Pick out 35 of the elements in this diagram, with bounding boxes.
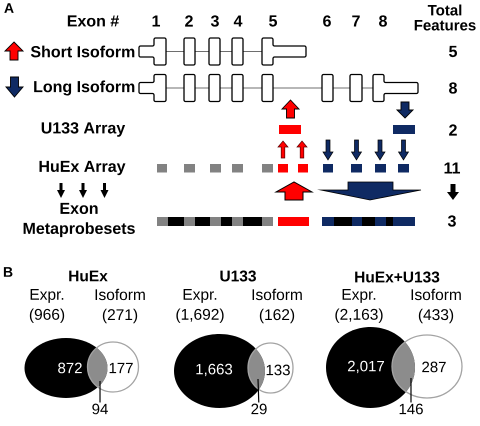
leader-line — [410, 378, 412, 402]
feature-count: 2 — [449, 124, 457, 136]
set-label: Expr. (1,692) — [176, 289, 224, 323]
feature-count: 11 — [444, 162, 460, 174]
feature-count: 8 — [449, 82, 457, 94]
row-label: Short Isoform — [30, 46, 134, 58]
leader-line — [99, 381, 101, 402]
set-label: Expr. (966) — [30, 289, 64, 323]
row-label: Exon Metaprobesets — [24, 202, 135, 238]
exon-number: 8 — [379, 15, 387, 27]
set-label: Expr. (2,163) — [335, 289, 383, 323]
leader-line — [257, 378, 260, 402]
exon-number: 4 — [234, 16, 242, 26]
exon-number: 7 — [352, 16, 360, 26]
row-label: Long Isoform — [34, 80, 134, 96]
panel-letter: A — [4, 3, 14, 13]
set-label: Isoform (162) — [252, 288, 302, 324]
exon-number: 1 — [152, 16, 160, 26]
venn-title: U133 — [220, 270, 256, 282]
feature-count: 3 — [448, 215, 456, 227]
column-heading: Total Features — [414, 4, 476, 30]
panel-letter: B — [4, 267, 12, 277]
feature-count: 5 — [449, 46, 457, 58]
set-label: Isoform (433) — [412, 288, 461, 324]
venn-title: HuEx — [69, 270, 108, 282]
row-label: HuEx Array — [40, 160, 126, 176]
exon-number: 3 — [210, 15, 219, 27]
exon-number: 5 — [269, 15, 277, 27]
exon-number: 6 — [323, 15, 331, 27]
column-heading: Exon # — [68, 15, 119, 27]
set-label: Isoform (271) — [96, 288, 145, 324]
venn-title: HuEx+U133 — [355, 272, 440, 282]
count-label: 94 — [92, 404, 108, 414]
row-label: U133 Array — [42, 122, 126, 137]
exon-number: 2 — [185, 15, 193, 27]
